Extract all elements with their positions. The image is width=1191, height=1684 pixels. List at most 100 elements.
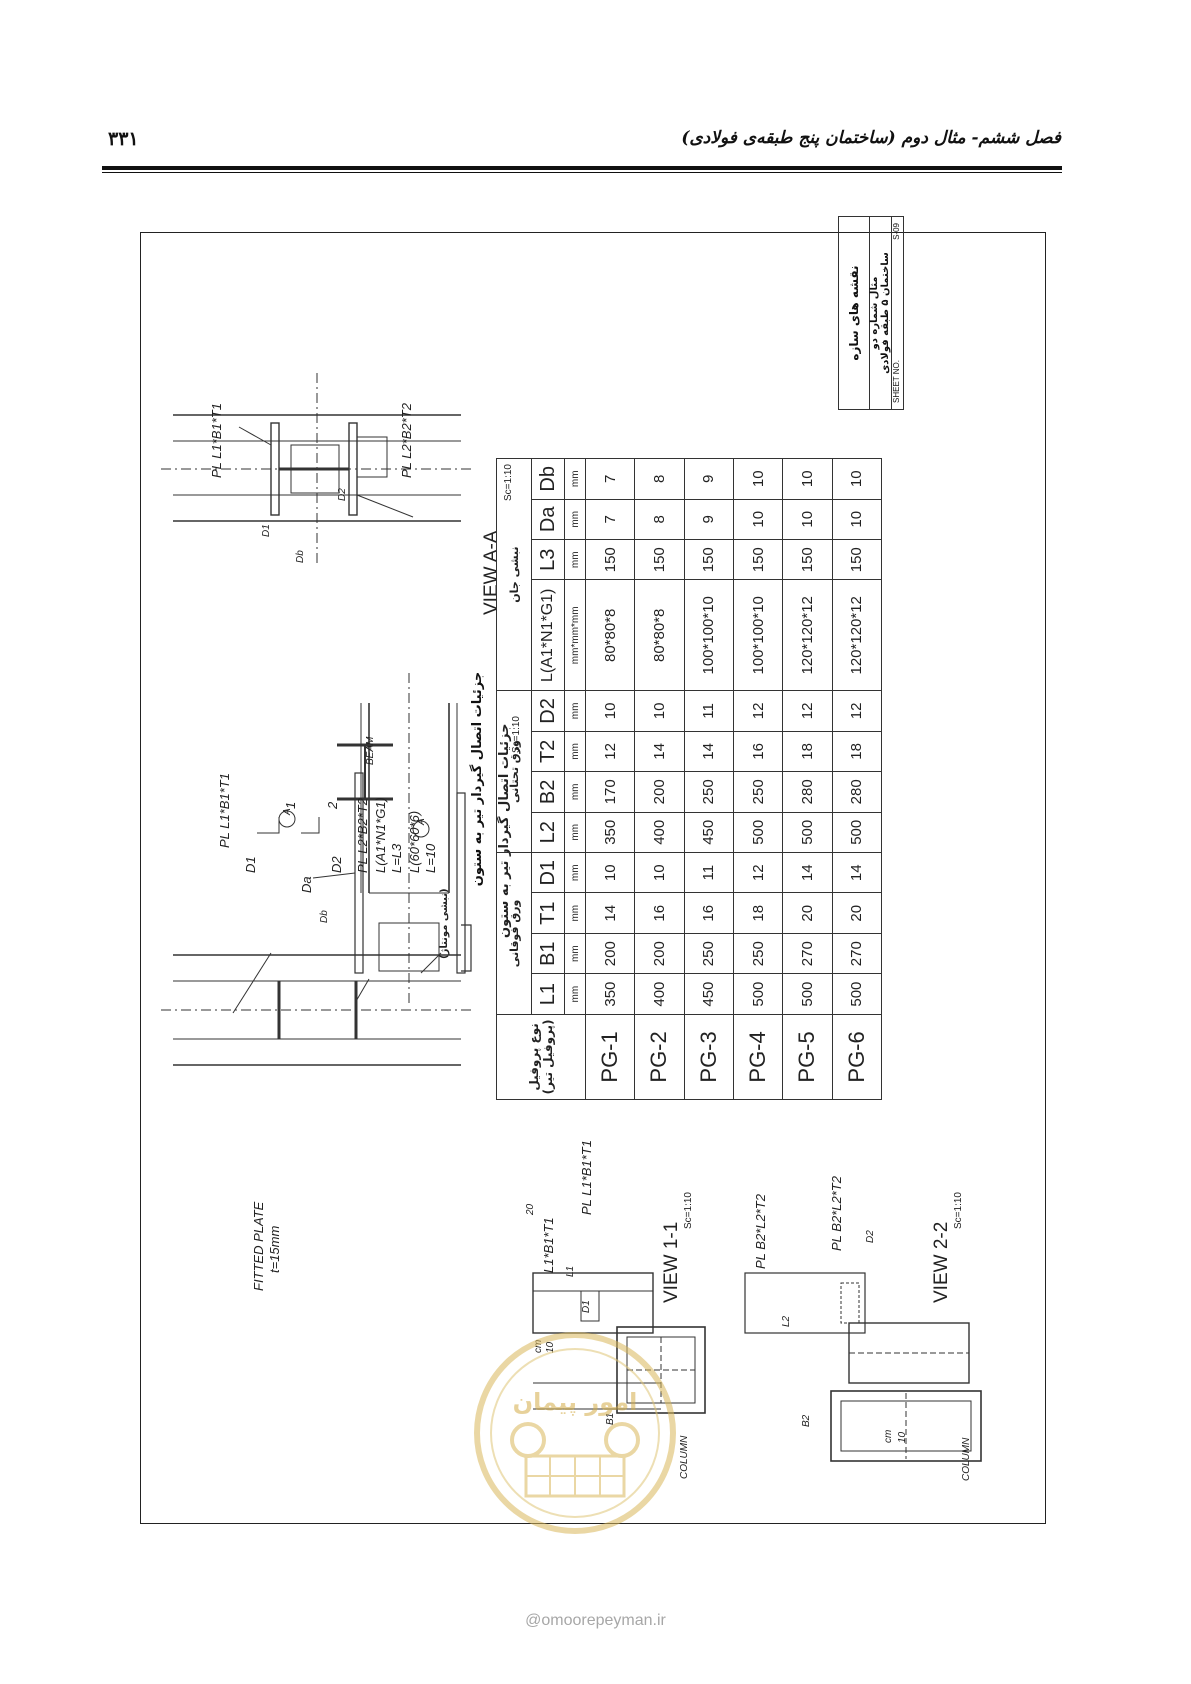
cell: 14 (634, 731, 685, 772)
unit-db: mm (564, 458, 586, 500)
cell: 14 (832, 852, 882, 893)
cell: 270 (832, 933, 882, 974)
cell: 7 (585, 458, 635, 500)
unit-d2: mm (564, 690, 586, 732)
erection-angle-label: L(60*60*6) (407, 810, 422, 873)
sheet-number: S-09 (892, 223, 901, 240)
cell: 250 (684, 771, 734, 813)
cell: 12 (782, 690, 833, 732)
drawing-lines (161, 373, 982, 1462)
fitted-plate-thickness: t=15mm (267, 1225, 282, 1273)
cell: 10 (585, 852, 635, 893)
col-t2: T2 (531, 731, 565, 772)
col-db: Db (531, 458, 565, 500)
cell: 10 (782, 499, 833, 540)
cell: 10 (634, 690, 685, 732)
header-rule-thin (102, 172, 1062, 173)
cell: 200 (585, 933, 635, 974)
cell: 150 (832, 539, 882, 580)
row-profile: PG-5 (782, 1014, 833, 1100)
section-mark-2: 2 (325, 801, 340, 809)
cell: 500 (782, 812, 833, 853)
table-row: PG-3 450 250 16 11 450 250 14 11 100*100… (684, 458, 734, 1100)
view-22-scale: Sc=1:10 (953, 1192, 964, 1229)
cell: 20 (782, 892, 833, 934)
title-block-line2: مثال شماره دو (869, 276, 880, 350)
cell: 250 (684, 933, 734, 974)
view22-d2: D2 (865, 1230, 876, 1243)
col-b2: B2 (531, 771, 565, 813)
cell: 150 (634, 539, 685, 580)
drawing-sheet: FITTED PLATE t=15mm PL L1*B1*T1 D1 Da Db… (140, 232, 1046, 1524)
cell: 120*120*12 (782, 579, 833, 691)
view-22-title: VIEW 2-2 (931, 1221, 952, 1303)
fitted-plate-label: FITTED PLATE (251, 1201, 266, 1291)
db-label: Db (319, 910, 330, 923)
bottom-plate-label: PL L2*B2*T2 (355, 798, 370, 873)
view22-b2: B2 (801, 1414, 812, 1427)
cell: 7 (585, 499, 635, 540)
erection-angle-note: (نبشی مونتاژ) (439, 888, 450, 959)
view-aa-db: Db (295, 550, 306, 563)
table-row: PG-6 500 270 20 14 500 280 18 12 120*120… (832, 458, 882, 1100)
spec-table: نوع پروفیل (پروفیل تیر) ورق فوقانی ورق ت… (496, 458, 882, 1100)
unit-angle: mm*mm*mm (564, 579, 586, 691)
cell: 500 (733, 812, 783, 853)
cell: 10 (832, 499, 882, 540)
col-l3: L3 (531, 539, 565, 580)
header-bottom-plate: ورق تحتانی (496, 690, 532, 853)
title-block: نقشه های سازه مثال شماره دو ساختمان ۵ طب… (838, 216, 904, 410)
cell: 11 (684, 690, 734, 732)
cell: 450 (684, 812, 734, 853)
cell: 500 (832, 973, 882, 1015)
cell: 12 (585, 731, 635, 772)
unit-b2: mm (564, 771, 586, 813)
cell: 16 (634, 892, 685, 934)
view-aa-top-plate: PL L1*B1*T1 (209, 403, 224, 478)
cell: 100*100*10 (733, 579, 783, 691)
unit-da: mm (564, 499, 586, 540)
cell: 10 (832, 458, 882, 500)
cell: 150 (684, 539, 734, 580)
view22-cm: cm (883, 1429, 894, 1443)
view11-dim-20: 20 (525, 1203, 536, 1215)
table-row: PG-1 350 200 14 10 350 170 12 10 80*80*8… (585, 458, 635, 1100)
beam-label: BEAM (365, 736, 376, 765)
cell: 280 (832, 771, 882, 813)
cell: 10 (634, 852, 685, 893)
cell: 150 (733, 539, 783, 580)
view-11-title: VIEW 1-1 (661, 1221, 682, 1303)
unit-d1: mm (564, 852, 586, 893)
cell: 250 (733, 771, 783, 813)
cell: 12 (733, 690, 783, 732)
col-da: Da (531, 499, 565, 540)
connection-table: جزئیات اتصال گیردار تیر به ستون نوع پروف… (460, 458, 882, 1100)
title-block-sheet: SHEET NO. S-09 (891, 217, 905, 409)
cell: 20 (832, 892, 882, 934)
cell: 120*120*12 (832, 579, 882, 691)
col-d1: D1 (531, 852, 565, 893)
view11-plate-label: L1*B1*T1 (541, 1217, 556, 1273)
cell: 12 (832, 690, 882, 732)
cell: 250 (733, 933, 783, 974)
d1-label: D1 (243, 856, 258, 873)
cell: 14 (782, 852, 833, 893)
cell: 18 (733, 892, 783, 934)
col-b1: B1 (531, 933, 565, 974)
title-block-line3: ساختمان ۵ طبقه فولادی (880, 252, 891, 374)
cell: 80*80*8 (634, 579, 685, 691)
cell: 150 (782, 539, 833, 580)
col-l1: L1 (531, 973, 565, 1015)
cell: 18 (832, 731, 882, 772)
cell: 400 (634, 973, 685, 1015)
cell: 16 (733, 731, 783, 772)
row-profile: PG-2 (634, 1014, 685, 1100)
view22-bottom-plate: PL B2*L2*T2 (829, 1176, 844, 1251)
unit-l3: mm (564, 539, 586, 580)
table-row: PG-2 400 200 16 10 400 200 14 10 80*80*8… (634, 458, 685, 1100)
cell: 16 (684, 892, 734, 934)
web-angle-length: L=L3 (389, 843, 404, 873)
row-profile: PG-6 (832, 1014, 882, 1100)
table-row: PG-4 500 250 18 12 500 250 16 12 100*100… (733, 458, 783, 1100)
